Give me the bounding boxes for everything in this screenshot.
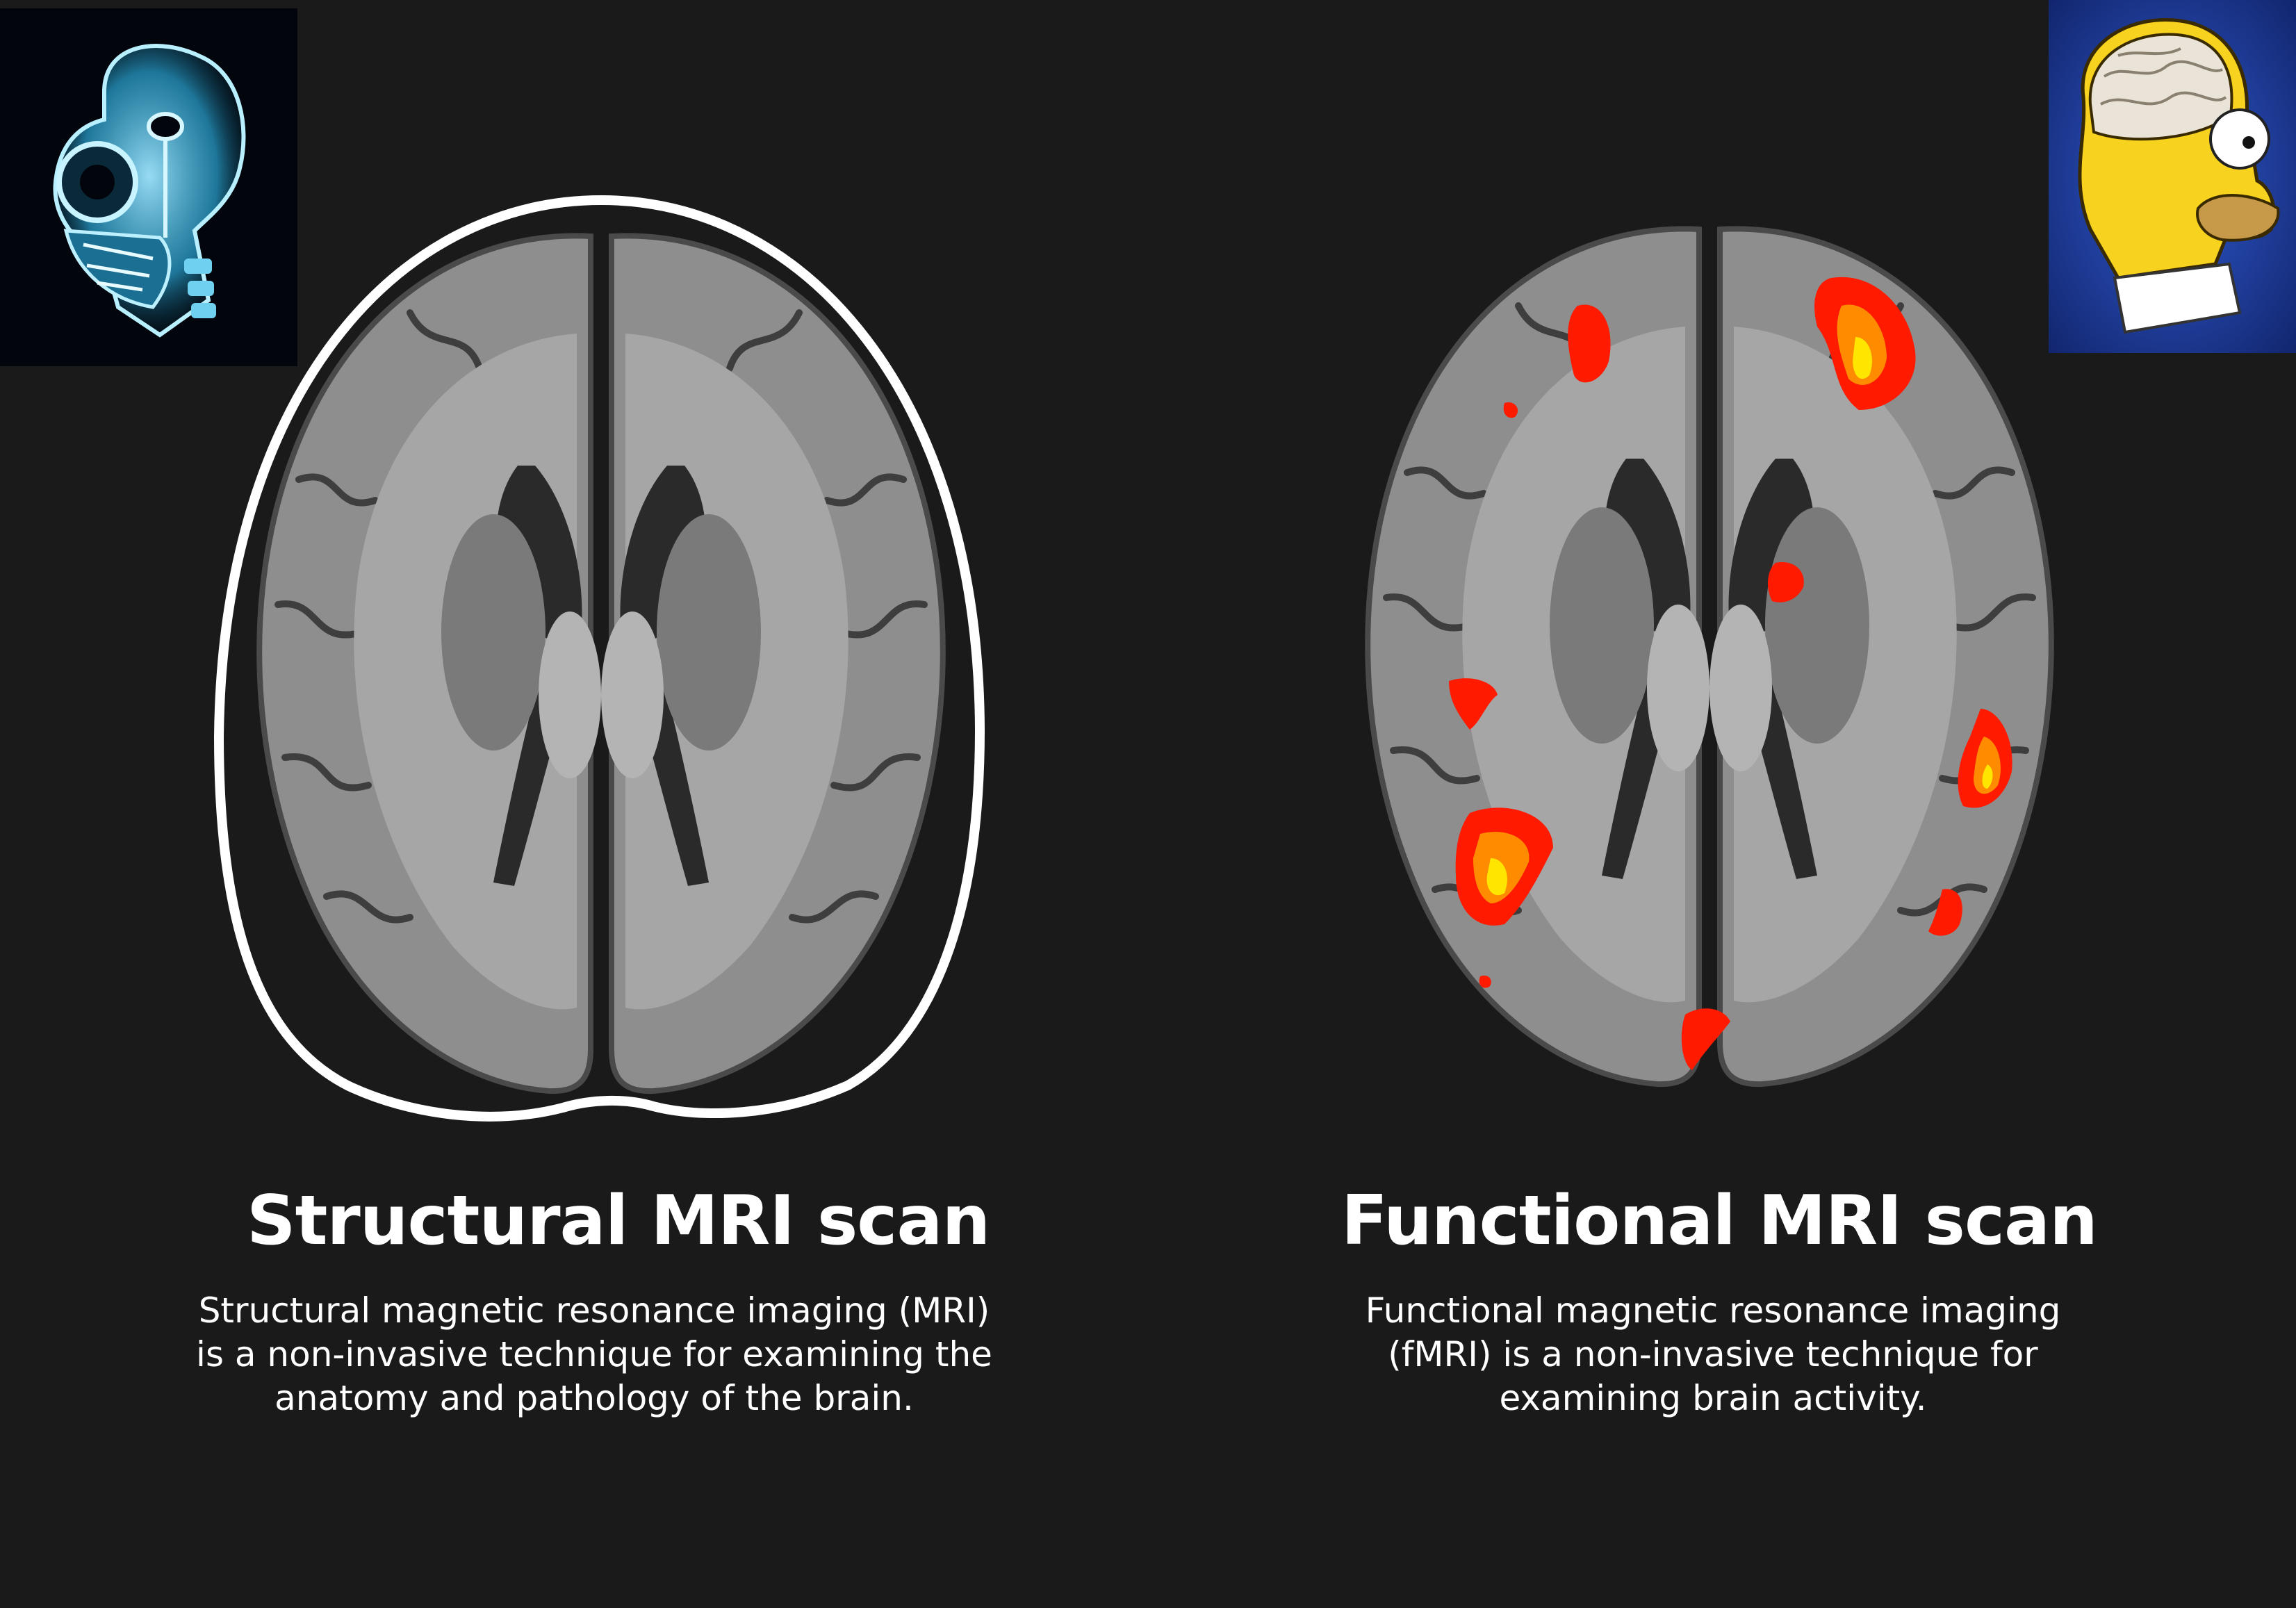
activation-blob	[1853, 337, 1872, 379]
activation-blob	[1681, 1008, 1730, 1070]
activation-blob	[1449, 678, 1498, 730]
brain-hemispheres	[256, 233, 946, 1094]
structural-description: Structural magnetic resonance imaging (M…	[177, 1289, 1011, 1420]
activation-blobs	[1449, 277, 2012, 1070]
activation-blob	[1568, 304, 1611, 383]
description-line: Structural magnetic resonance imaging (M…	[198, 1290, 990, 1331]
activation-blob	[1479, 975, 1491, 988]
description-line: Functional magnetic resonance imaging	[1365, 1290, 2061, 1331]
activation-blob	[1486, 858, 1507, 896]
structural-title: Structural MRI scan	[247, 1181, 990, 1261]
activation-blob	[1928, 889, 1962, 936]
description-line: is a non-invasive technique for examinin…	[196, 1334, 992, 1375]
xray-cartoon-head-icon	[0, 8, 297, 366]
description-line: examining brain activity.	[1499, 1378, 1927, 1418]
functional-title: Functional MRI scan	[1341, 1181, 2098, 1261]
cartoon-brain-image	[2049, 0, 2296, 353]
xray-head-image	[0, 8, 297, 366]
description-line: anatomy and pathology of the brain.	[274, 1378, 914, 1418]
cartoon-brain-head-icon	[2049, 0, 2296, 353]
activation-blob	[1767, 562, 1804, 602]
functional-brain-illustration	[1365, 226, 2054, 1088]
head-outline	[213, 195, 985, 1122]
activation-blob	[1982, 764, 1993, 789]
structural-brain-illustration	[213, 195, 985, 1122]
description-line: (fMRI) is a non-invasive technique for	[1388, 1334, 2038, 1375]
brain-hemispheres	[1365, 226, 2054, 1088]
functional-description: Functional magnetic resonance imaging (f…	[1296, 1289, 2130, 1420]
activation-blob	[1503, 402, 1518, 418]
